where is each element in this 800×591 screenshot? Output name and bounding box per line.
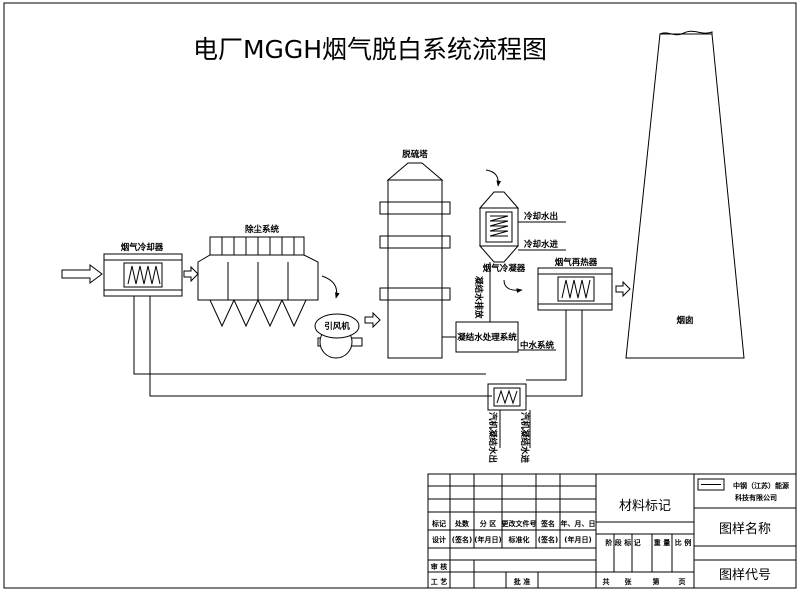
tb-number: 第 bbox=[653, 577, 660, 586]
material-mark: 材料标记 bbox=[619, 499, 671, 514]
turbine-exchanger bbox=[487, 383, 527, 411]
diagram-title: 电厂MGGH烟气脱白系统流程图 bbox=[193, 35, 547, 64]
company-line2: 科技有限公司 bbox=[735, 493, 777, 502]
tb-design: 设计 bbox=[432, 535, 446, 544]
arrow-to-chimney bbox=[615, 280, 631, 298]
flue-reheater bbox=[537, 267, 613, 311]
drawing-code: 图样代号 bbox=[719, 568, 771, 583]
arrow-to-reheater bbox=[503, 279, 523, 293]
id-fan-label: 引风机 bbox=[324, 321, 350, 332]
tb-approve: 批 准 bbox=[514, 577, 530, 586]
tb-standard-date: (年月日) bbox=[564, 535, 591, 544]
drawing-frame bbox=[3, 2, 797, 589]
arrow-to-fan bbox=[321, 275, 340, 299]
tower-label: 脱硫塔 bbox=[402, 149, 428, 160]
tb-total: 共 bbox=[603, 577, 610, 586]
company-line1: 中钢（江苏）能源 bbox=[733, 481, 789, 490]
condensate-drain-label: 凝结水排放 bbox=[473, 276, 484, 319]
flue-cooler bbox=[103, 253, 183, 297]
tb-count: 处数 bbox=[454, 519, 470, 528]
tb-scale: 比 例 bbox=[675, 538, 691, 547]
tb-zone: 分 区 bbox=[480, 519, 496, 528]
chimney-label: 烟囱 bbox=[676, 315, 693, 326]
tb-design-sign: (签名) bbox=[452, 535, 472, 544]
tb-review: 审 核 bbox=[431, 562, 447, 571]
title-block bbox=[427, 473, 797, 589]
tb-mark: 标记 bbox=[431, 519, 446, 528]
loop-line-2 bbox=[149, 296, 492, 397]
arrow-to-dust bbox=[183, 265, 199, 283]
tb-page: 页 bbox=[679, 578, 686, 586]
arrow-to-condenser bbox=[485, 169, 502, 187]
inlet-arrow bbox=[61, 264, 103, 284]
tb-stage: 阶 段 标 记 bbox=[605, 538, 640, 547]
dust-removal-label: 除尘系统 bbox=[245, 224, 280, 235]
arrow-to-tower bbox=[364, 311, 381, 329]
tb-sign: 签名 bbox=[540, 519, 555, 528]
drawing-name: 图样名称 bbox=[719, 521, 771, 537]
condensate-treatment-label: 凝结水处理系统 bbox=[457, 332, 517, 343]
tb-weight: 重 量 bbox=[654, 538, 670, 547]
condenser-label: 烟气冷凝器 bbox=[483, 263, 526, 274]
tb-sheet: 张 bbox=[625, 577, 633, 586]
tb-design-date: (年月日) bbox=[474, 535, 501, 544]
id-fan bbox=[314, 313, 363, 359]
desulfurization-tower bbox=[379, 162, 451, 359]
turbine-condensate-in-label: 汽机凝结水进 bbox=[519, 412, 530, 464]
dust-removal-unit bbox=[197, 236, 319, 328]
flue-condenser bbox=[478, 191, 520, 263]
tb-change-doc: 更改文件号 bbox=[502, 519, 537, 528]
turbine-condensate-out-label: 汽机凝结水出 bbox=[487, 412, 498, 463]
cooling-water-out-label: 冷却水出 bbox=[524, 211, 558, 222]
cooling-water-in-label: 冷却水进 bbox=[524, 239, 559, 250]
tb-standard: 标准化 bbox=[508, 535, 530, 544]
reheater-label: 烟气再热器 bbox=[555, 257, 598, 268]
loop-line-3 bbox=[526, 310, 567, 381]
tb-date: 年、月、日 bbox=[561, 519, 596, 528]
tb-standard-sign: (签名) bbox=[538, 535, 558, 544]
tb-process: 工 艺 bbox=[431, 577, 447, 586]
flue-cooler-label: 烟气冷却器 bbox=[121, 242, 164, 253]
chimney bbox=[625, 30, 745, 359]
loop-line-4 bbox=[526, 310, 583, 397]
reclaimed-water-label: 中水系统 bbox=[520, 340, 555, 351]
loop-line-1 bbox=[133, 296, 486, 375]
